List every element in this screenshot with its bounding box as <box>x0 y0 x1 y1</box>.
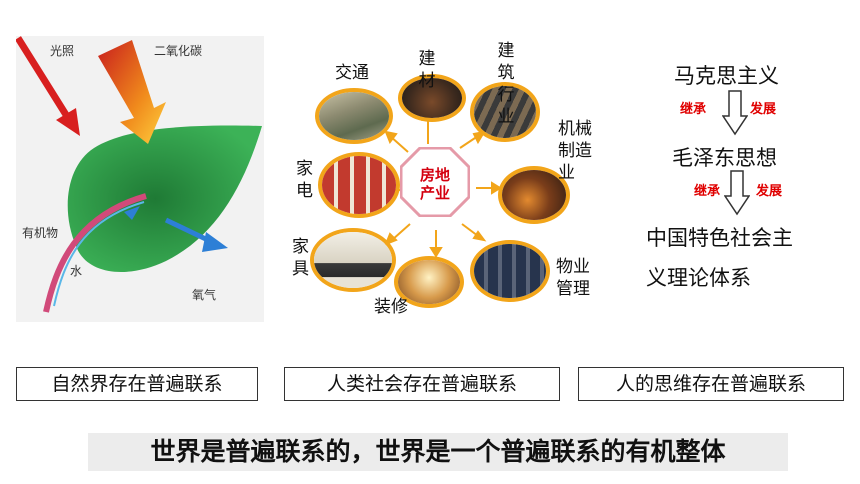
marxism-text: 马克思主义 <box>674 64 779 88</box>
leaf-illustration <box>16 36 262 313</box>
develop-label-2: 发展 <box>756 184 783 199</box>
property-line2: 管理 <box>556 279 590 299</box>
furniture-line2: 具 <box>292 259 309 279</box>
water-label: 水 <box>70 264 83 278</box>
light-label: 光照 <box>50 44 75 58</box>
building-materials-label: 建材 <box>418 49 436 91</box>
down-arrow-icon <box>724 170 750 216</box>
appliances-line1: 家 <box>296 159 313 179</box>
hub-label-line1: 房地 <box>419 166 450 184</box>
inherit-label-2: 继承 <box>694 184 721 199</box>
furniture-label: 家 具 <box>292 236 309 280</box>
property-label: 物业 管理 <box>556 256 590 300</box>
appliances-label: 家 电 <box>296 158 313 202</box>
thought-statement-box: 人的思维存在普遍联系 <box>578 367 844 401</box>
socialism-text-line1: 中国特色社会主 <box>646 226 793 250</box>
furniture-line1: 家 <box>292 237 309 257</box>
conclusion-banner: 世界是普遍联系的，世界是一个普遍联系的有机整体 <box>88 433 788 471</box>
down-arrow-icon <box>722 90 748 136</box>
machinery-label: 机械 制造 业 <box>558 118 592 184</box>
society-statement-box: 人类社会存在普遍联系 <box>284 367 560 401</box>
property-line1: 物业 <box>556 257 590 277</box>
decoration-image <box>394 256 464 308</box>
co2-label: 二氧化碳 <box>154 44 203 58</box>
mao-text: 毛泽东思想 <box>672 146 777 170</box>
develop-label-1: 发展 <box>750 102 777 117</box>
construction-label: 建筑行业 <box>497 41 515 127</box>
machinery-line2: 制造 <box>558 141 592 161</box>
transport-label: 交通 <box>335 63 369 83</box>
transport-image <box>315 88 393 144</box>
hub-octagon <box>400 147 470 217</box>
socialism-text-line2: 义理论体系 <box>646 266 751 290</box>
decoration-label: 装修 <box>374 297 408 317</box>
property-image <box>470 240 550 302</box>
inherit-label-1: 继承 <box>680 102 707 117</box>
construction-image <box>470 82 540 142</box>
building-materials-image <box>398 74 466 122</box>
appliances-line2: 电 <box>296 181 313 201</box>
furniture-image <box>310 228 396 292</box>
machinery-image <box>498 166 570 224</box>
hub-label: 房地 产业 <box>400 166 470 202</box>
machinery-line3: 业 <box>558 163 575 183</box>
nature-statement-box: 自然界存在普遍联系 <box>16 367 258 401</box>
leaf-shape <box>67 125 262 273</box>
machinery-line1: 机械 <box>558 119 592 139</box>
hub-label-line2: 产业 <box>419 184 450 202</box>
appliances-image <box>318 152 400 218</box>
oxygen-label: 氧气 <box>192 288 217 302</box>
organic-label: 有机物 <box>22 226 59 240</box>
leaf-diagram: 光照 二氧化碳 有机物 水 氧气 <box>16 36 264 322</box>
